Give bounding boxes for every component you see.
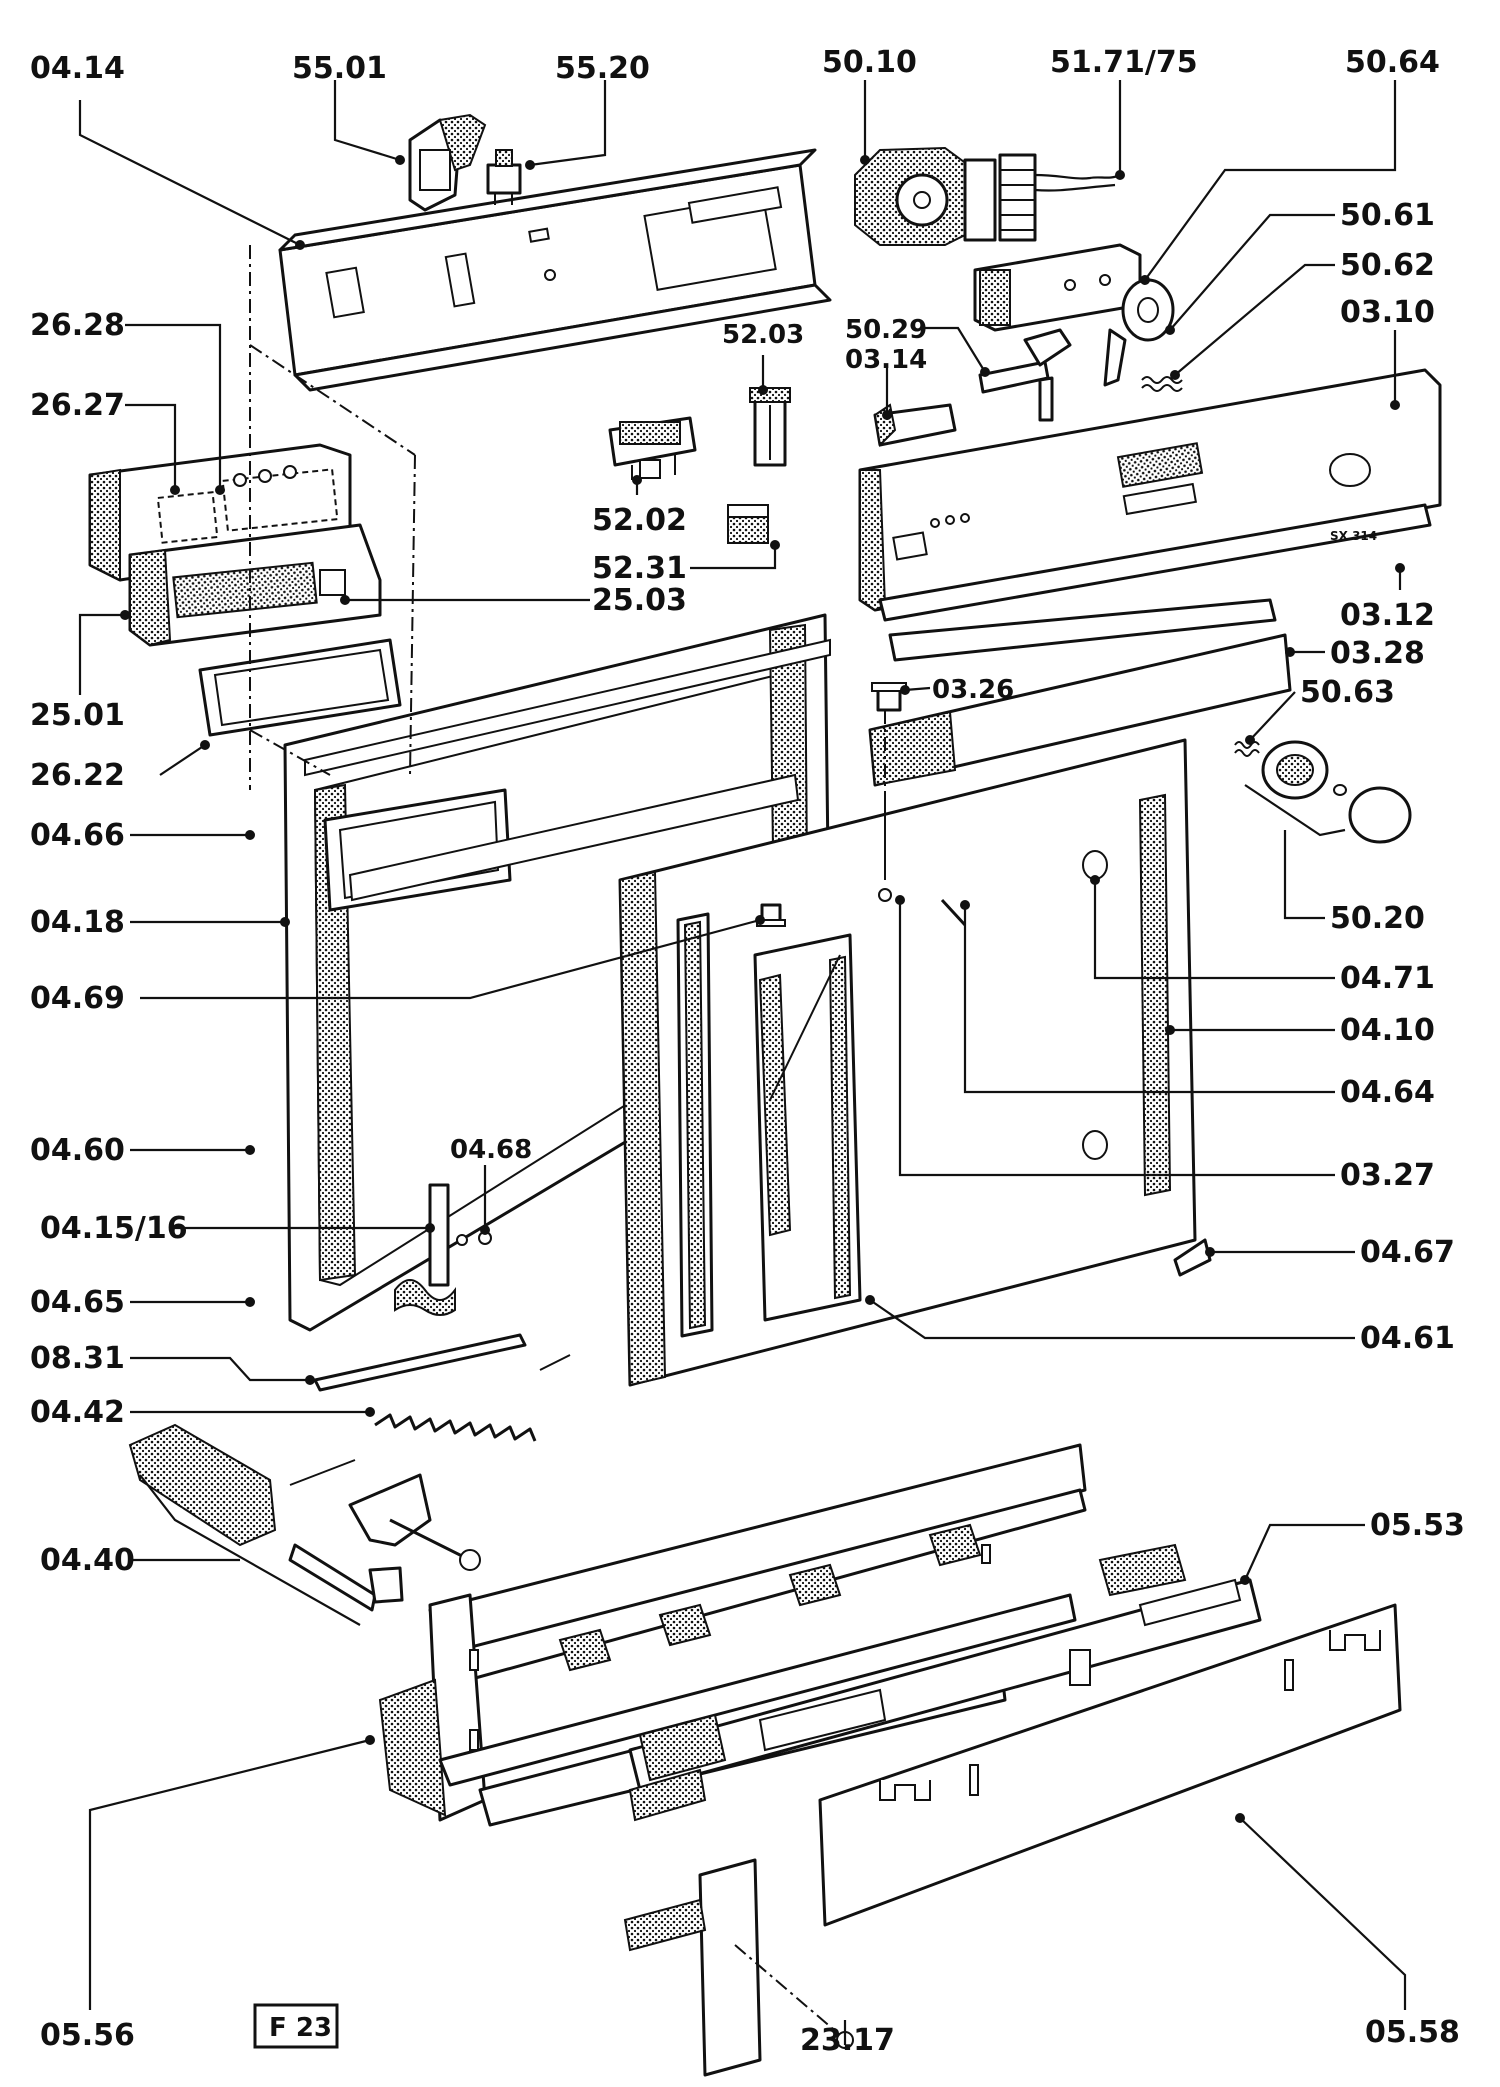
part-55-20-microswitch: [486, 149, 522, 205]
part-04-69-screw: [756, 903, 786, 927]
part-50-61-disc: [1121, 278, 1175, 342]
label-50-29: 50.29: [845, 315, 927, 345]
part-04-61-door-panel: [618, 738, 1197, 1387]
label-04-67: 04.67: [1360, 1235, 1455, 1270]
part-08-31-rod: [313, 1333, 527, 1392]
label-26-22: 26.22: [30, 758, 125, 793]
alignment-lines: [249, 245, 886, 810]
part-04-15-16-latch: [394, 1183, 492, 1316]
part-03-12-trim-strip: SX 314: [878, 503, 1432, 622]
part-labels: 04.14 55.01 55.20 50.10 51.71/75 50.64 5…: [30, 45, 1465, 2058]
part-50-63-knob-spring: [1234, 741, 1260, 757]
part-26-22-gasket: [198, 638, 402, 737]
parts-illustrations: SX 314: [88, 113, 1442, 2077]
label-50-62: 50.62: [1340, 248, 1435, 283]
part-50-29-levers: [978, 328, 1127, 422]
part-05-56-base-frame: [378, 1443, 1087, 1827]
label-26-28: 26.28: [30, 308, 125, 343]
label-50-63: 50.63: [1300, 675, 1395, 710]
label-08-31: 08.31: [30, 1341, 125, 1376]
part-04-42-spring: [374, 1354, 571, 1442]
label-50-64: 50.64: [1345, 45, 1440, 80]
part-52-02-switch-block: [608, 416, 697, 480]
part-04-67-bracket: [1173, 1238, 1212, 1277]
label-04-69: 04.69: [30, 981, 125, 1016]
part-50-62-spring: [1141, 376, 1183, 392]
label-04-60: 04.60: [30, 1133, 125, 1168]
label-04-18: 04.18: [30, 905, 125, 940]
part-51-71-75-wiring: [998, 153, 1121, 242]
part-52-03-holder: [749, 387, 791, 467]
svg-text:SX 314: SX 314: [1330, 529, 1377, 543]
label-03-27: 03.27: [1340, 1158, 1435, 1193]
part-50-20-knob: [1244, 740, 1412, 844]
part-04-14-top-rail: [278, 148, 832, 392]
part-50-64-control-assembly: [973, 243, 1142, 332]
label-04-65: 04.65: [30, 1285, 125, 1320]
label-52-02: 52.02: [592, 503, 687, 538]
leader-lines: [78, 80, 1407, 2045]
label-26-27: 26.27: [30, 388, 125, 423]
label-05-58: 05.58: [1365, 2015, 1460, 2050]
label-04-61: 04.61: [1360, 1321, 1455, 1356]
label-03-14: 03.14: [845, 345, 927, 375]
label-52-03: 52.03: [722, 320, 804, 350]
label-03-10: 03.10: [1340, 295, 1435, 330]
part-04-40-hinge: [128, 1423, 481, 1626]
part-52-31-cube: [727, 504, 769, 544]
figure-code: F 23: [269, 2013, 332, 2043]
part-03-26-knob: [871, 682, 907, 712]
label-04-71: 04.71: [1340, 961, 1435, 996]
part-03-28-rail: [868, 598, 1292, 787]
label-05-53: 05.53: [1370, 1508, 1465, 1543]
label-25-03: 25.03: [592, 583, 687, 618]
label-55-20: 55.20: [555, 51, 650, 86]
label-04-15-16: 04.15/16: [40, 1211, 188, 1246]
part-55-01-switch: [408, 113, 487, 212]
part-25-03-dispenser-housing: [128, 523, 382, 647]
figure-code-box: F 23: [253, 2003, 339, 2049]
part-23-17-end-plate: [623, 1768, 854, 2077]
label-50-20: 50.20: [1330, 901, 1425, 936]
label-50-10: 50.10: [822, 45, 917, 80]
label-05-56: 05.56: [40, 2018, 135, 2053]
label-03-26: 03.26: [932, 675, 1014, 705]
part-50-10-timer-motor: [854, 146, 997, 246]
label-04-14: 04.14: [30, 51, 125, 86]
part-03-10-control-panel: [858, 368, 1442, 612]
label-03-12: 03.12: [1340, 598, 1435, 633]
label-04-42: 04.42: [30, 1395, 125, 1430]
label-55-01: 55.01: [292, 51, 387, 86]
label-04-68: 04.68: [450, 1135, 532, 1165]
label-25-01: 25.01: [30, 698, 125, 733]
label-04-40: 04.40: [40, 1543, 135, 1578]
label-51-71-75: 51.71/75: [1050, 45, 1198, 80]
label-03-28: 03.28: [1330, 636, 1425, 671]
label-50-61: 50.61: [1340, 198, 1435, 233]
label-04-10: 04.10: [1340, 1013, 1435, 1048]
label-52-31: 52.31: [592, 551, 687, 586]
label-23-17: 23.17: [800, 2023, 895, 2058]
part-05-58-kickplate: [818, 1603, 1402, 1927]
part-04-18-door-frame: [283, 613, 832, 1332]
part-05-53-rail: [628, 1543, 1262, 1792]
label-04-64: 04.64: [1340, 1075, 1435, 1110]
label-04-66: 04.66: [30, 818, 125, 853]
